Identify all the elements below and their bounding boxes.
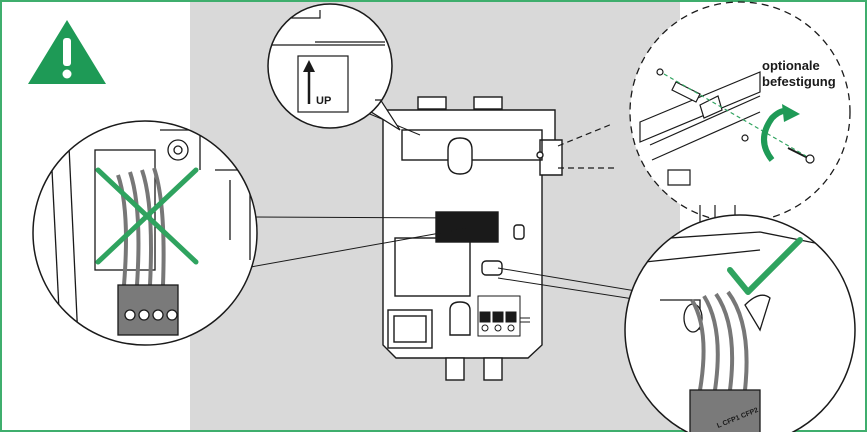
zoom-correct-wiring: L CFP1 CFP2 — [624, 214, 856, 432]
up-arrow-icon — [303, 60, 315, 104]
zoom-wrong-wiring — [32, 120, 258, 346]
curved-arrow-icon — [761, 104, 800, 162]
warning-triangle-icon — [28, 20, 106, 84]
terminal-block-small — [477, 295, 530, 337]
cross-icon — [95, 167, 199, 265]
up-label: UP — [316, 95, 331, 107]
zoom-up-marker: UP — [267, 3, 401, 131]
optional-label-line1: optionale — [762, 58, 820, 73]
checkmark-icon — [727, 237, 803, 295]
optional-label-line2: befestigung — [762, 74, 836, 89]
zoom-optional-fixing: optionale befestigung — [629, 1, 851, 223]
screw-axis-line — [663, 73, 807, 157]
